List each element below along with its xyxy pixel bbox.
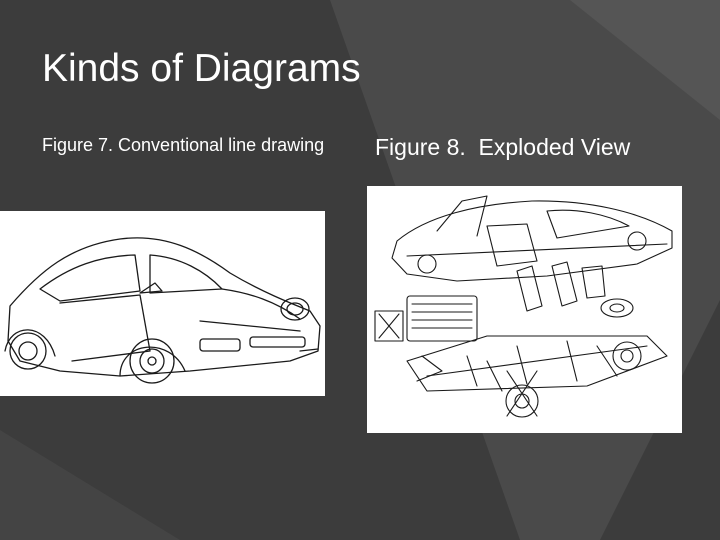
slide-title: Kinds of Diagrams xyxy=(42,47,361,90)
figure-8-caption: Figure 8. Exploded View xyxy=(375,134,631,160)
figure-8-image xyxy=(367,186,682,433)
figure-7-image xyxy=(0,211,325,396)
car-exploded-view-drawing-icon xyxy=(374,195,673,418)
car-line-drawing-icon xyxy=(4,237,321,384)
figure-7-caption: Figure 7. Conventional line drawing xyxy=(42,135,325,155)
